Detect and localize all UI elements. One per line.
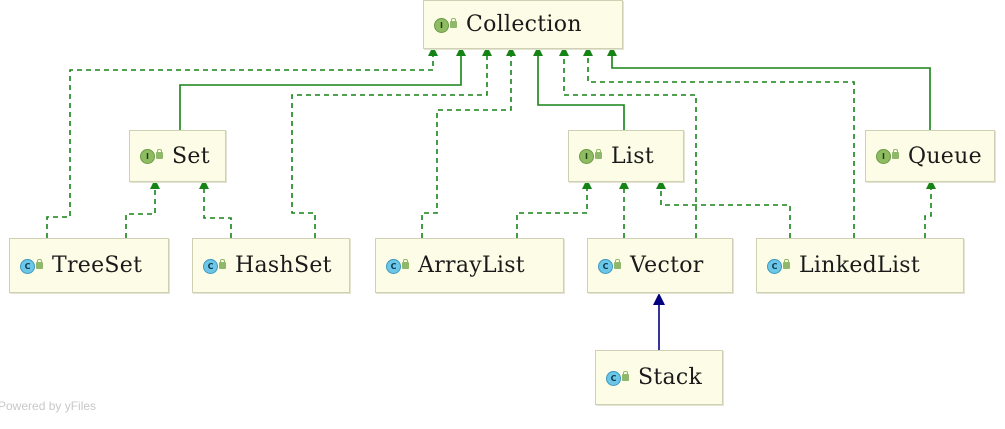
watermark: Powered by yFiles: [0, 399, 97, 413]
interface-icon: I: [876, 149, 902, 164]
lock-icon: [36, 258, 43, 269]
edge-linkedlist-collection: [583, 46, 855, 238]
edge-treeset-collection: [46, 46, 438, 238]
node-queue[interactable]: I Queue: [865, 130, 995, 182]
node-label: Collection: [466, 12, 582, 37]
node-label: List: [611, 143, 654, 169]
class-icon: C: [606, 370, 632, 386]
lock-icon: [614, 258, 621, 269]
node-label: ArrayList: [418, 253, 525, 278]
edge-hashset-set: [199, 179, 232, 238]
edge-hashset-collection: [291, 46, 492, 238]
class-icon: C: [386, 258, 412, 274]
node-collection[interactable]: I Collection: [423, 0, 623, 49]
node-hashset[interactable]: C HashSet: [192, 238, 350, 293]
node-label: Stack: [638, 365, 703, 390]
node-linkedlist[interactable]: C LinkedList: [756, 238, 964, 293]
edge-arraylist-list: [516, 179, 592, 238]
class-icon: C: [598, 258, 624, 274]
node-label: LinkedList: [799, 253, 921, 278]
lock-icon: [450, 17, 457, 28]
class-icon: C: [767, 258, 793, 274]
lock-icon: [402, 258, 409, 269]
node-label: Queue: [908, 143, 982, 169]
node-treeset[interactable]: C TreeSet: [9, 238, 169, 293]
edge-linkedlist-queue: [924, 179, 936, 238]
edge-treeset-set: [125, 179, 160, 238]
edge-vector-collection: [559, 46, 697, 238]
lock-icon: [622, 370, 629, 381]
edge-set-collection: [179, 46, 466, 130]
node-label: HashSet: [235, 253, 332, 278]
interface-icon: I: [579, 149, 605, 164]
node-label: TreeSet: [52, 253, 143, 278]
edge-linkedlist-list: [656, 179, 791, 238]
lock-icon: [892, 149, 899, 159]
lock-icon: [219, 258, 226, 269]
node-label: Set: [172, 143, 210, 169]
node-label: Vector: [630, 253, 704, 278]
interface-icon: I: [434, 17, 460, 33]
interface-icon: I: [140, 149, 166, 164]
edge-arraylist-collection: [421, 46, 516, 238]
node-arraylist[interactable]: C ArrayList: [375, 238, 564, 293]
node-stack[interactable]: C Stack: [595, 350, 723, 405]
node-set[interactable]: I Set: [129, 130, 226, 182]
edge-list-collection: [533, 46, 625, 130]
class-icon: C: [20, 258, 46, 274]
class-icon: C: [203, 258, 229, 274]
node-vector[interactable]: C Vector: [587, 238, 733, 293]
lock-icon: [156, 149, 163, 159]
edge-queue-collection: [607, 46, 931, 130]
node-list[interactable]: I List: [568, 130, 684, 182]
lock-icon: [783, 258, 790, 269]
lock-icon: [595, 149, 602, 159]
